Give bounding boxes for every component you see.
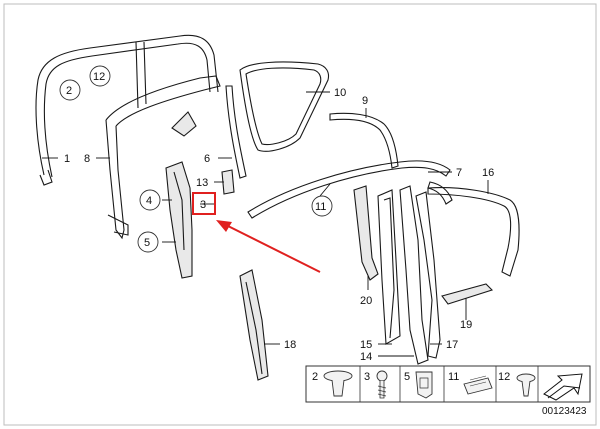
rivet-icon (516, 373, 536, 383)
part-window-frame-inner[interactable] (105, 75, 221, 240)
callout-6[interactable]: 6 (204, 153, 210, 165)
callout-14[interactable]: 14 (360, 351, 372, 363)
part-channel-strip[interactable] (225, 85, 247, 179)
part-rail-19[interactable] (441, 283, 494, 305)
legend-item-5-num: 5 (404, 371, 410, 383)
part-glass-guide-7[interactable] (427, 181, 453, 205)
callout-13[interactable]: 13 (196, 177, 208, 189)
callout-5[interactable]: 5 (144, 237, 150, 249)
red-pointer-arrow (216, 220, 321, 273)
legend-panel: 2 3 5 11 12 (305, 365, 591, 403)
callout-3[interactable]: 3 (200, 199, 206, 211)
part-door-seal-16[interactable] (427, 187, 520, 277)
part-quarter-window-glass[interactable] (239, 61, 330, 152)
legend-item-5[interactable]: 5 (404, 371, 433, 399)
callout-9[interactable]: 9 (362, 95, 368, 107)
callout-7[interactable]: 7 (456, 167, 462, 179)
legend-item-3-num: 3 (364, 371, 370, 383)
callout-20[interactable]: 20 (360, 295, 372, 307)
callout-11[interactable]: 11 (315, 201, 326, 213)
push-clip-icon (323, 370, 353, 382)
part-window-channel-14[interactable] (399, 185, 429, 365)
diagram-frame (3, 3, 597, 426)
part-lower-pillar-18[interactable] (239, 269, 269, 381)
clip-icon (415, 371, 433, 399)
callout-12[interactable]: 12 (93, 71, 105, 83)
part-rear-channel-17[interactable] (415, 191, 441, 359)
diagram-id: 00123423 (542, 406, 587, 417)
legend-item-2-num: 2 (312, 371, 318, 383)
part-door-frame-outer[interactable] (35, 34, 219, 186)
part-window-channel-15[interactable] (377, 189, 401, 345)
callouts: 1 2 12 8 3 13 4 5 6 10 9 11 7 16 20 19 1… (59, 65, 494, 363)
part-upper-seal-strip[interactable] (329, 112, 399, 169)
legend-item-3[interactable]: 3 (364, 370, 388, 399)
callout-19[interactable]: 19 (460, 319, 472, 331)
callout-10[interactable]: 10 (334, 87, 346, 99)
callout-16[interactable]: 16 (482, 167, 494, 179)
callout-1[interactable]: 1 (64, 153, 70, 165)
callout-17[interactable]: 17 (446, 339, 458, 351)
part-window-seal-long[interactable] (247, 160, 451, 219)
callout-15[interactable]: 15 (360, 339, 372, 351)
callout-8[interactable]: 8 (84, 153, 90, 165)
legend-item-11[interactable]: 11 (448, 371, 493, 395)
screw-icon (376, 370, 388, 382)
legend-item-12[interactable]: 12 (498, 371, 536, 397)
callout-18[interactable]: 18 (284, 339, 296, 351)
leader-lines (42, 91, 489, 357)
legend-item-11-num: 11 (448, 371, 459, 383)
legend-item-2[interactable]: 2 (312, 370, 353, 397)
part-clip-13[interactable] (221, 169, 235, 195)
highlight-box-part-3 (192, 192, 216, 215)
part-pillar-trim[interactable] (165, 161, 193, 279)
direction-arrow-icon (543, 373, 583, 401)
callout-4[interactable]: 4 (146, 195, 152, 207)
callout-2[interactable]: 2 (66, 85, 72, 97)
part-bracket-20[interactable] (353, 185, 379, 281)
legend-item-12-num: 12 (498, 371, 510, 383)
